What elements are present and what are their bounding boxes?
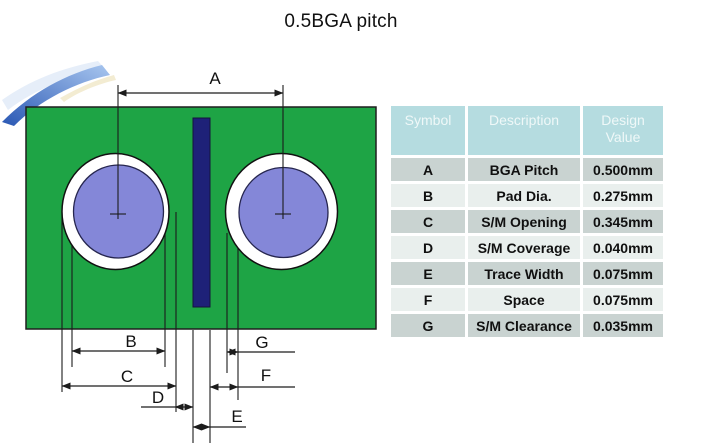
- cell-description: Pad Dia.: [468, 184, 580, 207]
- dim-label-F: F: [261, 366, 271, 385]
- cell-symbol: A: [391, 158, 465, 181]
- spec-table: Symbol Description Design Value A BGA Pi…: [388, 103, 666, 340]
- dimension-lines: [61, 89, 295, 431]
- dim-label-G: G: [255, 333, 268, 352]
- trace-bar: [192, 117, 211, 308]
- cell-value: 0.075mm: [583, 288, 663, 311]
- cell-description: S/M Opening: [468, 210, 580, 233]
- cell-symbol: D: [391, 236, 465, 259]
- dimension-labels: A B C D E F G: [121, 69, 271, 426]
- header-design-value: Design Value: [583, 106, 663, 155]
- table-header-row: Symbol Description Design Value: [391, 106, 663, 155]
- table-row: C S/M Opening 0.345mm: [391, 210, 663, 233]
- cell-value: 0.500mm: [583, 158, 663, 181]
- right-pad: [224, 152, 339, 271]
- cell-symbol: C: [391, 210, 465, 233]
- cell-value: 0.035mm: [583, 314, 663, 337]
- dim-label-A: A: [209, 69, 221, 88]
- table-row: F Space 0.075mm: [391, 288, 663, 311]
- dim-label-B: B: [125, 332, 136, 351]
- table-row: B Pad Dia. 0.275mm: [391, 184, 663, 207]
- cell-value: 0.345mm: [583, 210, 663, 233]
- table-row: D S/M Coverage 0.040mm: [391, 236, 663, 259]
- cell-description: S/M Clearance: [468, 314, 580, 337]
- table-row: E Trace Width 0.075mm: [391, 262, 663, 285]
- cell-description: Space: [468, 288, 580, 311]
- left-pad: [61, 152, 170, 271]
- cell-description: BGA Pitch: [468, 158, 580, 181]
- cell-description: S/M Coverage: [468, 236, 580, 259]
- cell-symbol: G: [391, 314, 465, 337]
- cell-symbol: E: [391, 262, 465, 285]
- dim-label-E: E: [231, 407, 242, 426]
- dim-label-D: D: [152, 388, 164, 407]
- cell-description: Trace Width: [468, 262, 580, 285]
- header-symbol: Symbol: [391, 106, 465, 155]
- cell-symbol: F: [391, 288, 465, 311]
- table-row: A BGA Pitch 0.500mm: [391, 158, 663, 181]
- cell-symbol: B: [391, 184, 465, 207]
- header-description: Description: [468, 106, 580, 155]
- page-title: 0.5BGA pitch: [284, 11, 398, 32]
- cell-value: 0.275mm: [583, 184, 663, 207]
- dim-label-C: C: [121, 367, 133, 386]
- cell-value: 0.040mm: [583, 236, 663, 259]
- table-row: G S/M Clearance 0.035mm: [391, 314, 663, 337]
- cell-value: 0.075mm: [583, 262, 663, 285]
